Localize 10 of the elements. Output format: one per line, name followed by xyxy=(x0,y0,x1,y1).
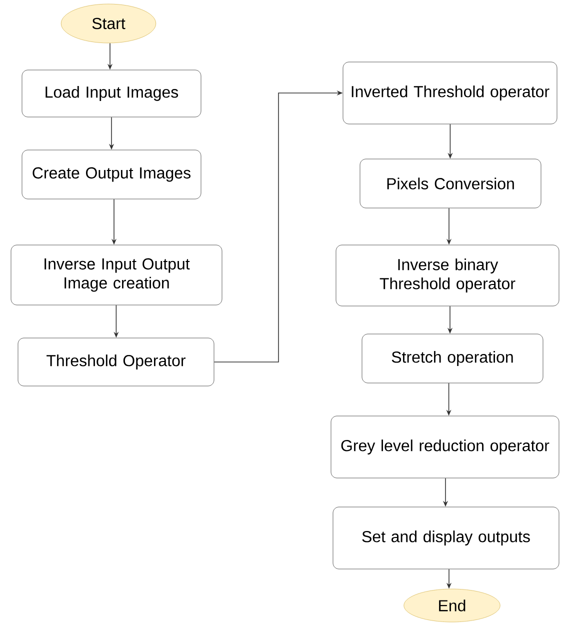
process-box: Pixels Conversion xyxy=(360,158,542,208)
process-box: Threshold Operator xyxy=(18,338,214,386)
process-box: Inverted Threshold operator xyxy=(342,62,558,124)
process-box: Set and display outputs xyxy=(332,506,560,570)
process-box: Stretch operation xyxy=(362,334,544,384)
process-box: Grey level reduction operator xyxy=(330,416,560,478)
process-box: Inverse Input Output Image creation xyxy=(10,244,222,306)
process-box: Load Input Images xyxy=(22,70,202,118)
process-box: Create Output Images xyxy=(22,150,202,200)
process-box: Inverse binary Threshold operator xyxy=(336,244,560,306)
